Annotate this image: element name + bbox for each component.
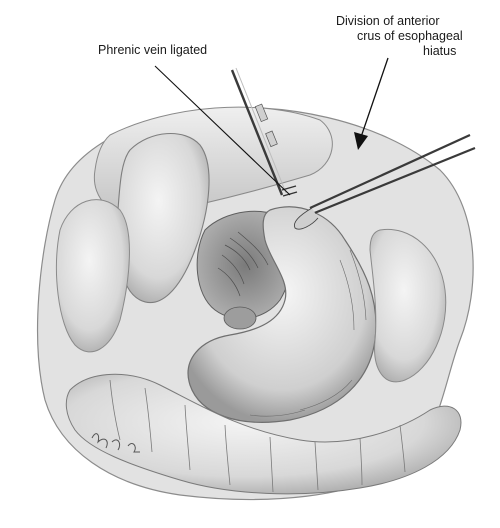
- label-phrenic-vein: Phrenic vein ligated: [98, 43, 208, 57]
- stomach-vessels: [249, 249, 367, 417]
- lymph-node: [223, 306, 257, 330]
- surgical-instrument: [230, 67, 287, 196]
- stomach: [187, 206, 377, 423]
- label-division-line-2: crus of esophageal: [357, 29, 463, 43]
- arrow-division: [354, 57, 389, 150]
- label-division-crus: Division of anterior crus of esophageal …: [336, 14, 463, 59]
- label-division-line-1: Division of anterior: [336, 14, 440, 28]
- right-organ: [369, 228, 447, 383]
- artist-signature: [91, 433, 140, 453]
- left-organ: [56, 199, 130, 353]
- forceps: [293, 133, 476, 230]
- colon: [65, 373, 462, 495]
- vessel-texture: [217, 231, 269, 297]
- colon-haustra: [109, 379, 406, 493]
- label-division-line-3: hiatus: [423, 44, 457, 58]
- leader-line-phrenic: [154, 65, 291, 196]
